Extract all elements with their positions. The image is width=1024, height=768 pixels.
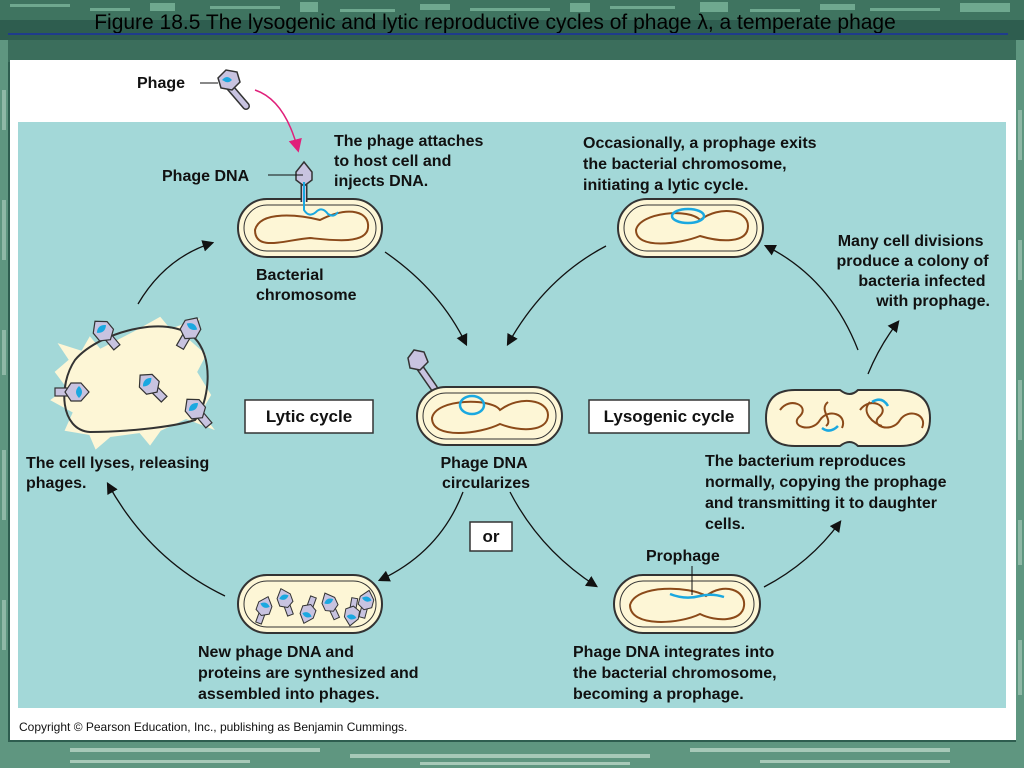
arrow-divide-to-colony xyxy=(867,320,900,375)
lysogenic-cycle-label: Lysogenic cycle xyxy=(604,407,735,426)
prophage-exit-text: Occasionally, a prophage exits the bacte… xyxy=(583,135,821,194)
cell-divisions-text: Many cell divisions produce a colony of … xyxy=(837,233,993,310)
bacterial-chromosome-label: Bacterial chromosome xyxy=(256,267,357,304)
circularization-cell xyxy=(407,349,563,446)
prophage-label: Prophage xyxy=(646,548,720,565)
prophage-exit-cell xyxy=(617,198,764,258)
arrow-lysis-to-attach xyxy=(137,240,215,305)
title-underline xyxy=(8,33,1008,35)
circularizes-text: Phage DNA circularizes xyxy=(441,455,532,492)
slide-title: Figure 18.5 The lysogenic and lytic repr… xyxy=(94,11,896,34)
arrow-exit-to-circularize xyxy=(506,245,607,347)
dividing-cell xyxy=(764,389,932,447)
arrow-circularize-to-prophage xyxy=(509,491,598,588)
cycle-arrows xyxy=(106,240,900,597)
arrow-prophage-to-divide xyxy=(763,520,842,588)
phage-dna-label: Phage DNA xyxy=(162,168,250,185)
prophage-cell xyxy=(613,574,761,634)
free-phage xyxy=(217,69,250,110)
arrow-circularize-to-lytic xyxy=(377,491,464,582)
synthesis-text: New phage DNA and proteins are synthesiz… xyxy=(198,644,423,703)
phage-assembly-cell xyxy=(237,574,383,634)
infected-cell-attachment xyxy=(237,160,383,258)
copyright-text: Copyright © Pearson Education, Inc., pub… xyxy=(19,720,407,734)
arrow-assembly-to-lysis xyxy=(106,481,226,597)
arrow-colony-to-exit xyxy=(763,244,859,351)
cell-lyses-text: The cell lyses, releasing phages. xyxy=(26,455,214,492)
integration-text: Phage DNA integrates into the bacterial … xyxy=(573,644,781,703)
released-phages xyxy=(54,317,213,429)
phage-attach-arrow xyxy=(254,89,302,153)
lytic-cycle-box xyxy=(244,399,374,434)
phage-label: Phage xyxy=(137,75,185,92)
lytic-cycle-label: Lytic cycle xyxy=(266,407,352,426)
arrow-attach-to-circularize xyxy=(384,251,468,347)
or-label: or xyxy=(483,527,500,546)
reproduces-text: The bacterium reproduces normally, copyi… xyxy=(705,453,951,533)
or-box xyxy=(469,521,513,552)
attach-text: The phage attaches to host cell and inje… xyxy=(334,133,488,190)
lysogenic-cycle-box xyxy=(588,399,750,434)
